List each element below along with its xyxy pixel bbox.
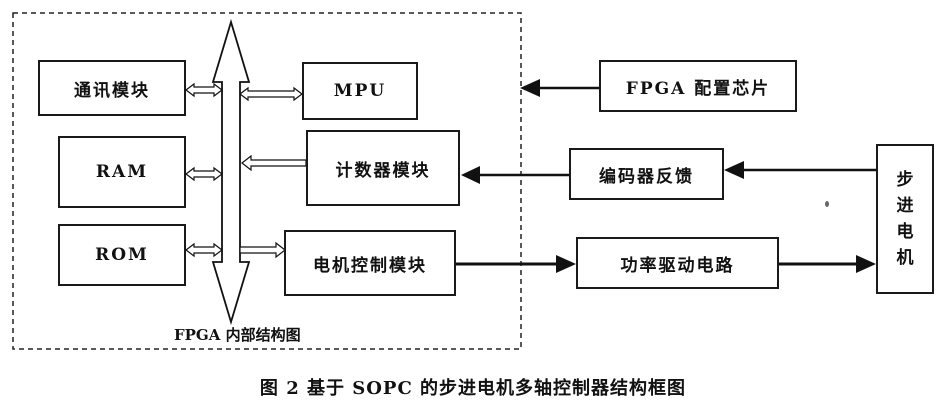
counter-bus-link [241, 154, 307, 172]
fpga-config-arrow [520, 79, 599, 97]
encoder-to-counter-arrow [461, 166, 569, 184]
fpga-config-chip-block: FPGA 配置芯片 [599, 60, 797, 112]
stepper-char-3: 电 [896, 222, 914, 242]
stray-mark [825, 201, 829, 207]
stepper-char-4: 机 [896, 248, 914, 268]
driver-to-stepper-arrow [779, 255, 876, 273]
stepper-char-1: 步 [896, 170, 914, 190]
power-driver-block: 功率驱动电路 [576, 237, 779, 289]
encoder-feedback-block: 编码器反馈 [569, 148, 724, 200]
motor-ctrl-bus-link [239, 241, 286, 259]
comm-module-block: 通讯模块 [38, 60, 186, 116]
motor-ctrl-to-driver-arrow [456, 255, 576, 273]
figure-caption: 图 2 基于 SOPC 的步进电机多轴控制器结构框图 [259, 378, 687, 399]
motor-control-block: 电机控制模块 [284, 230, 456, 296]
power-driver-label: 功率驱动电路 [620, 255, 735, 276]
counter-module-label: 计数器模块 [335, 160, 431, 181]
stepper-motor-block: 步 进 电 机 [876, 144, 934, 294]
motor-control-label: 电机控制模块 [313, 255, 427, 276]
rom-label: ROM [95, 245, 149, 265]
stepper-char-2: 进 [896, 196, 914, 216]
mpu-block: MPU [302, 62, 418, 120]
ram-label: RAM [95, 162, 149, 182]
counter-module-block: 计数器模块 [306, 130, 460, 206]
fpga-config-chip-label: FPGA 配置芯片 [625, 78, 771, 99]
mpu-bus-link [239, 86, 303, 102]
ram-bus-link [185, 166, 223, 182]
fpga-internal-label: FPGA 内部结构图 [174, 326, 301, 344]
rom-block: ROM [58, 224, 186, 286]
encoder-feedback-label: 编码器反馈 [599, 166, 694, 187]
mpu-label: MPU [333, 81, 387, 101]
fpga-boundary [12, 12, 522, 350]
rom-bus-link [185, 242, 223, 258]
comm-bus-link [185, 82, 223, 98]
ram-block: RAM [58, 136, 186, 208]
comm-module-label: 通讯模块 [74, 80, 150, 101]
stepper-to-encoder-arrow [724, 161, 876, 179]
